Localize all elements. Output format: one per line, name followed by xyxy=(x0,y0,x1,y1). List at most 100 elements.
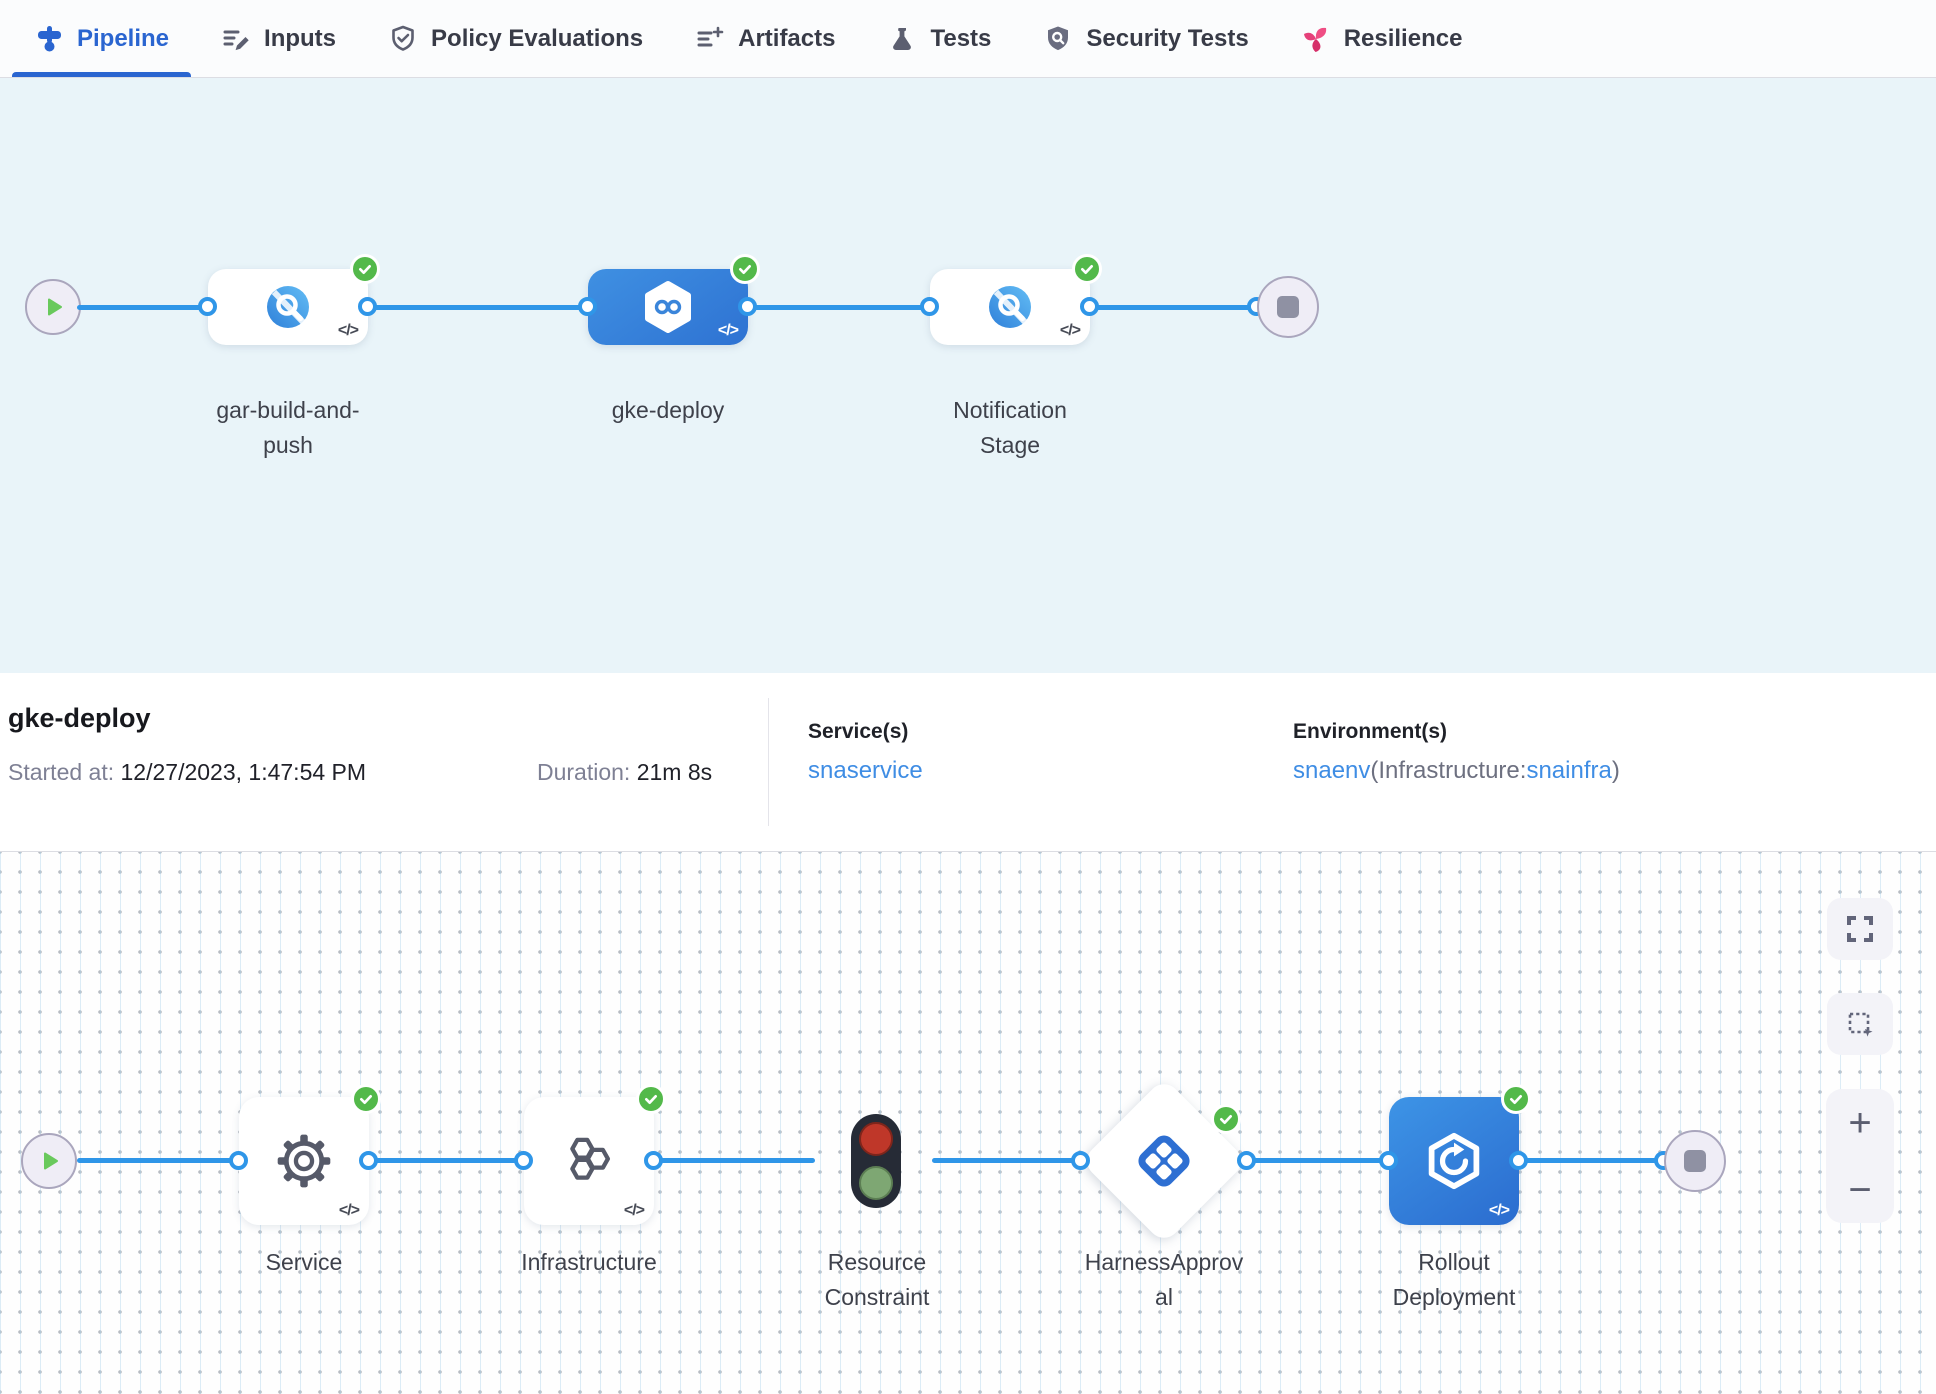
edge xyxy=(77,305,208,310)
tab-tests[interactable]: Tests xyxy=(861,0,1017,77)
edge xyxy=(1519,1158,1664,1163)
yaml-code-glyph: </> xyxy=(623,1202,645,1219)
step-rollout-deployment[interactable]: </> xyxy=(1389,1097,1519,1225)
port xyxy=(514,1151,533,1170)
stage-label: gar-build-and-push xyxy=(216,397,360,458)
step-infrastructure[interactable]: </> xyxy=(524,1097,654,1225)
port xyxy=(644,1151,663,1170)
success-badge xyxy=(730,254,760,284)
started-at-value: 12/27/2023, 1:47:54 PM xyxy=(120,759,367,785)
custom-stage-icon xyxy=(989,286,1031,328)
success-badge xyxy=(1501,1084,1531,1114)
step-label: Infrastructure xyxy=(521,1249,657,1275)
edge xyxy=(369,1158,524,1163)
stop-icon xyxy=(1277,296,1299,318)
started-at-label: Started at: xyxy=(8,759,115,785)
pipeline-icon xyxy=(38,25,61,51)
port xyxy=(1237,1151,1256,1170)
tab-pipeline[interactable]: Pipeline xyxy=(8,0,195,77)
success-badge xyxy=(1072,254,1102,284)
tab-policy-evaluations[interactable]: Policy Evaluations xyxy=(362,0,669,77)
tab-artifacts[interactable]: Artifacts xyxy=(669,0,861,77)
yaml-code-glyph: </> xyxy=(337,322,359,339)
yaml-code-glyph: </> xyxy=(338,1202,360,1219)
stage-graph: </> </> xyxy=(0,78,1936,673)
tab-inputs[interactable]: Inputs xyxy=(195,0,362,77)
port xyxy=(358,297,377,316)
port xyxy=(1080,297,1099,316)
tab-label: Resilience xyxy=(1343,24,1463,52)
tab-label: Tests xyxy=(930,24,992,52)
zoom-in-button[interactable]: + xyxy=(1848,1100,1872,1145)
success-badge xyxy=(1211,1104,1241,1134)
step-label: HarnessApproval xyxy=(1084,1249,1244,1310)
fullscreen-button[interactable] xyxy=(1827,898,1893,960)
stage-card-notification-stage[interactable]: </> xyxy=(930,269,1090,345)
step-label: Service xyxy=(265,1249,343,1275)
port xyxy=(229,1151,248,1170)
inputs-icon xyxy=(223,30,249,50)
port xyxy=(198,297,217,316)
port xyxy=(920,297,939,316)
port xyxy=(738,297,757,316)
rollout-icon xyxy=(1428,1132,1480,1190)
success-badge xyxy=(351,1084,381,1114)
marquee-select-button[interactable] xyxy=(1827,993,1893,1055)
port xyxy=(578,297,597,316)
stage-label: Notification Stage xyxy=(953,397,1067,458)
duration-label: Duration: xyxy=(537,759,631,785)
play-icon xyxy=(48,298,62,316)
service-link[interactable]: snaservice xyxy=(808,757,923,784)
duration: Duration: 21m 8s xyxy=(537,759,712,786)
tab-label: Artifacts xyxy=(738,24,836,52)
execution-canvas: </> </> xyxy=(0,852,1936,1394)
infrastructure-suffix: ) xyxy=(1611,757,1620,784)
zoom-controls: + − xyxy=(1826,1089,1894,1223)
services-label: Service(s) xyxy=(808,720,909,743)
edge xyxy=(1247,1158,1389,1163)
tab-resilience[interactable]: Resilience xyxy=(1275,0,1489,77)
approval-icon xyxy=(1138,1135,1190,1187)
infrastructure-link[interactable]: snainfra xyxy=(1526,757,1612,784)
graph-start-node xyxy=(25,279,81,335)
success-badge xyxy=(636,1084,666,1114)
tests-flask-icon xyxy=(893,27,912,50)
tab-label: Pipeline xyxy=(77,24,170,52)
stage-label: gke-deploy xyxy=(611,397,725,423)
success-badge xyxy=(350,254,380,284)
infrastructure-prefix: (Infrastructure: xyxy=(1370,757,1527,784)
green-light-icon xyxy=(859,1166,893,1200)
step-resource-constraint[interactable] xyxy=(851,1114,901,1208)
tab-label: Inputs xyxy=(264,24,337,52)
edge xyxy=(748,305,930,310)
zoom-out-button[interactable]: − xyxy=(1848,1167,1872,1212)
tab-label: Policy Evaluations xyxy=(431,24,644,52)
stage-details-bar: gke-deploy Started at: 12/27/2023, 1:47:… xyxy=(0,673,1936,852)
step-label: Rollout Deployment xyxy=(1392,1249,1516,1310)
marquee-select-icon xyxy=(1848,1012,1873,1037)
stage-card-gke-deploy[interactable]: </> xyxy=(588,269,748,345)
edge xyxy=(368,305,588,310)
step-service[interactable]: </> xyxy=(239,1097,369,1225)
graph-end-node xyxy=(1257,276,1319,338)
tab-bar: Pipeline Inputs Policy Evaluations Artif… xyxy=(0,0,1936,78)
red-light-icon xyxy=(859,1122,893,1156)
port xyxy=(359,1151,378,1170)
exec-start-node xyxy=(21,1133,77,1189)
stage-card-gar-build-and-push[interactable]: </> xyxy=(208,269,368,345)
hexagons-icon xyxy=(570,1137,610,1180)
tab-security-tests[interactable]: Security Tests xyxy=(1017,0,1274,77)
tab-label: Security Tests xyxy=(1086,24,1249,52)
security-shield-scan-icon xyxy=(1048,26,1069,50)
edge xyxy=(654,1158,815,1163)
policy-shield-check-icon xyxy=(392,25,414,51)
port xyxy=(1379,1151,1398,1170)
port xyxy=(1509,1151,1528,1170)
gear-icon xyxy=(277,1134,331,1188)
stage-title: gke-deploy xyxy=(8,703,151,733)
service-value: snaservice xyxy=(808,757,923,785)
started-at: Started at: 12/27/2023, 1:47:54 PM xyxy=(8,759,366,786)
edge xyxy=(932,1158,1081,1163)
environment-link[interactable]: snaenv xyxy=(1293,757,1371,784)
